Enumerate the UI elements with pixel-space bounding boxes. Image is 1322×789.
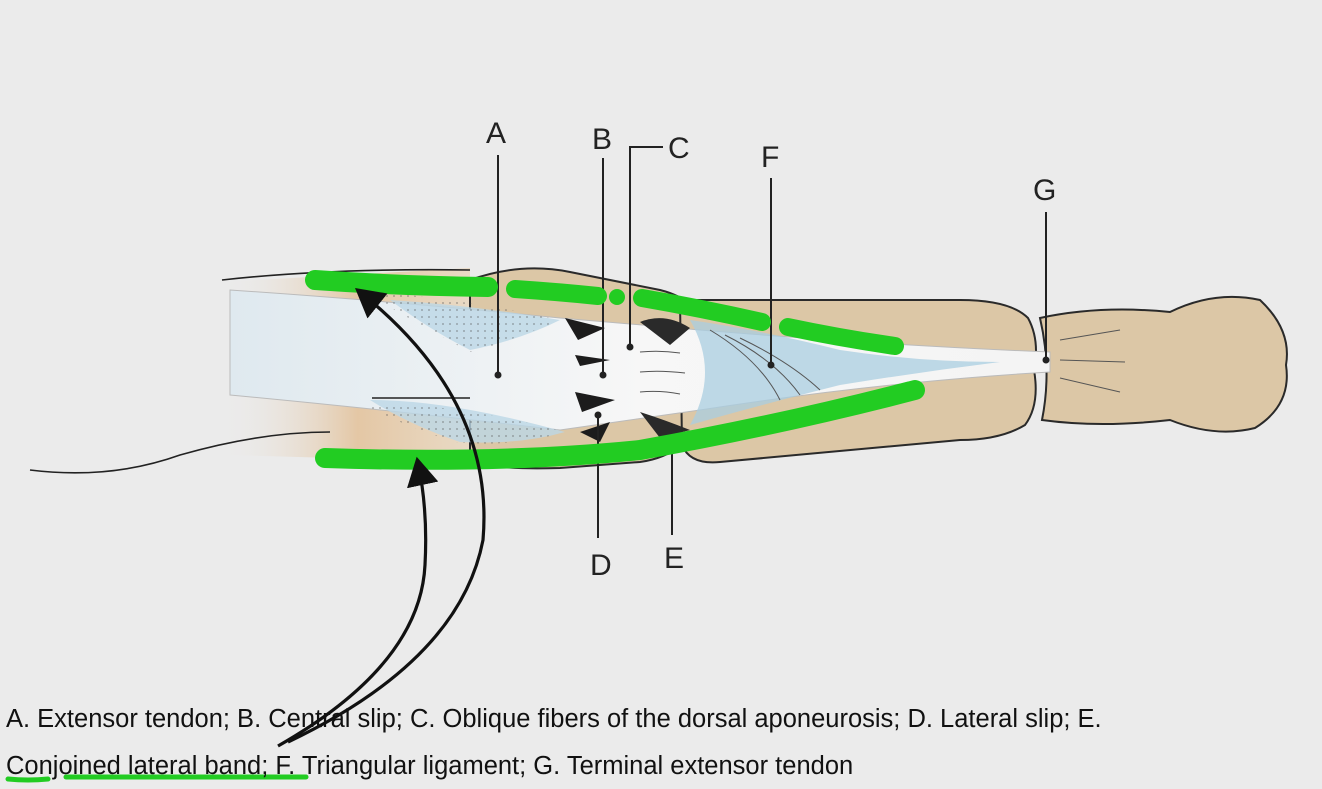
annotation-arrows bbox=[277, 288, 486, 748]
caption-highlighted-term: Conjoined lateral band bbox=[6, 752, 262, 780]
highlight-upper-dot bbox=[609, 289, 625, 305]
label-e: E bbox=[664, 542, 684, 575]
slip-gap-3 bbox=[575, 392, 615, 412]
highlight-upper-1 bbox=[305, 270, 498, 297]
figure-caption: A. Extensor tendon; B. Central slip; C. … bbox=[6, 696, 1316, 789]
highlight-upper-2 bbox=[506, 280, 607, 305]
slip-gap-4 bbox=[580, 422, 610, 442]
highlight-upper-3 bbox=[633, 289, 771, 331]
label-c: C bbox=[668, 132, 690, 165]
dorsal-aponeurosis bbox=[690, 320, 1000, 425]
highlight-upper-4 bbox=[779, 318, 904, 355]
slip-gap-2 bbox=[575, 355, 610, 366]
leader-c bbox=[629, 146, 663, 345]
arrow-to-lower-band bbox=[277, 456, 439, 748]
label-a: A bbox=[486, 117, 506, 150]
caption-underline bbox=[5, 774, 309, 783]
leader-lines bbox=[497, 146, 1047, 538]
label-f: F bbox=[761, 141, 779, 174]
label-d: D bbox=[590, 549, 612, 582]
distal-phalanx bbox=[1038, 295, 1288, 433]
stipple-lower bbox=[360, 402, 565, 444]
label-g: G bbox=[1033, 174, 1056, 207]
label-b: B bbox=[592, 123, 612, 156]
slip-gap-1 bbox=[565, 318, 605, 340]
stipple-upper bbox=[360, 290, 560, 352]
fiber-lines bbox=[639, 329, 1126, 401]
arrow-to-upper-band bbox=[287, 288, 486, 744]
caption-line-1: A. Extensor tendon; B. Central slip; C. … bbox=[6, 705, 1102, 733]
caption-line-2-rest: ; F. Triangular ligament; G. Terminal ex… bbox=[261, 752, 854, 780]
slip-gap-6 bbox=[640, 412, 690, 438]
leader-points bbox=[494, 343, 1050, 419]
slip-gap-5 bbox=[640, 318, 690, 345]
extensor-mechanism bbox=[229, 289, 1126, 444]
